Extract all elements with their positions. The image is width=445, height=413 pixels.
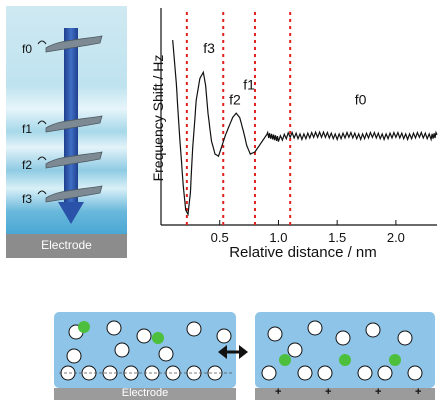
oscillation-arrows — [45, 35, 103, 203]
peak-annotation: f1 — [243, 77, 255, 93]
ions — [78, 321, 164, 344]
bottom-electrode-label: Electrode — [121, 387, 169, 399]
frequency-shift-line — [172, 40, 438, 217]
x-axis-label: Relative distance / nm — [229, 244, 377, 261]
plus-sign: + — [275, 386, 282, 398]
liquid-box — [255, 312, 435, 388]
plus-sign: + — [375, 386, 382, 398]
probe-tip — [58, 202, 84, 224]
double-arrow-icon — [218, 345, 248, 359]
level-f1-label: f1 — [22, 122, 33, 136]
peak-annotation: f2 — [229, 92, 241, 108]
peak-annotation: f0 — [355, 92, 367, 108]
probe-illustration — [6, 6, 127, 258]
right-state-panel: + + + + — [255, 312, 435, 402]
small-arc-icons — [37, 40, 47, 195]
x-tick-label: 1.5 — [328, 230, 346, 245]
electrode-bar — [255, 388, 435, 400]
probe-svg — [6, 6, 127, 258]
level-f0-label: f0 — [22, 42, 33, 56]
level-f2-label: f2 — [22, 158, 33, 172]
y-axis-label: Frequency Shift / Hz — [150, 55, 166, 182]
electrode-label: Electrode — [41, 238, 92, 252]
level-f3-label: f3 — [22, 192, 33, 206]
right-state-svg — [255, 312, 435, 400]
left-state-svg — [54, 312, 236, 400]
plus-sign: + — [415, 386, 422, 398]
molecules — [261, 320, 423, 381]
electrode-block — [6, 234, 127, 258]
electrode-bar — [54, 388, 236, 400]
probe-rod — [64, 28, 78, 204]
x-tick-label: 0.5 — [211, 230, 229, 245]
x-tick-label: 2.0 — [387, 230, 405, 245]
plus-sign: + — [325, 386, 332, 398]
ions — [279, 354, 401, 366]
frequency-shift-chart: Frequency Shift / Hz Relative distance /… — [150, 8, 438, 261]
x-tick-label: 1.0 — [269, 230, 287, 245]
left-state-panel: Electrode — [54, 312, 236, 400]
peak-annotation: f3 — [203, 40, 215, 56]
